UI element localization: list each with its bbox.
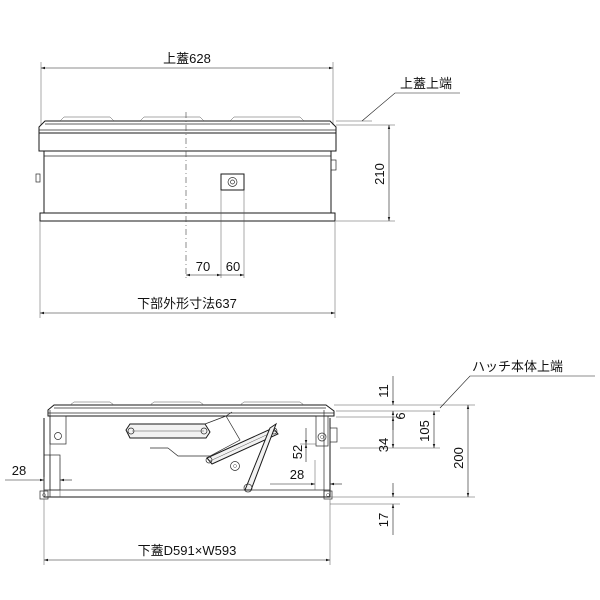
label-17: 17 — [376, 513, 391, 527]
label-lower-outer: 下部外形寸法637 — [137, 296, 237, 311]
label-offset-a: 70 — [196, 259, 210, 274]
leader-top-edge: 上蓋上端 — [336, 76, 460, 122]
left-hinge — [44, 415, 67, 491]
dim-52: 52 — [290, 428, 316, 462]
dim-top-cover-width: 上蓋628 — [40, 51, 334, 125]
label-200: 200 — [451, 447, 466, 469]
body-main — [43, 150, 332, 214]
label-11: 11 — [376, 384, 391, 398]
label-34: 34 — [376, 438, 391, 452]
label-top-cover-width: 上蓋628 — [163, 51, 211, 66]
side-view: 28 28 52 11 6 — [5, 359, 595, 565]
label-28-right: 28 — [290, 467, 304, 482]
front-lock — [220, 173, 245, 191]
lift-mechanism — [125, 411, 279, 493]
dim-right-stack: 11 6 34 105 200 17 — [330, 376, 475, 535]
top-cover-plate — [38, 116, 337, 134]
leader-hatch-top: ハッチ本体上端 — [439, 359, 595, 409]
side-shell — [39, 410, 333, 500]
top-view: 上蓋628 70 60 — [35, 51, 460, 318]
label-105: 105 — [417, 420, 432, 442]
body-rim — [38, 132, 337, 152]
dim-28-right: 28 — [270, 460, 342, 490]
label-lower-cover: 下蓋D591×W593 — [138, 543, 237, 558]
label-top-edge: 上蓋上端 — [400, 76, 452, 91]
dim-height: 210 — [336, 124, 395, 222]
bottom-flange — [39, 212, 336, 222]
dim-lower-outer: 下部外形寸法637 — [39, 221, 336, 318]
dim-lower-cover: 下蓋D591×W593 — [43, 499, 331, 565]
label-28-left: 28 — [12, 463, 26, 478]
label-52: 52 — [290, 445, 305, 459]
right-hinge — [315, 415, 338, 447]
label-hatch-top: ハッチ本体上端 — [472, 359, 563, 374]
dim-28-left: 28 — [5, 458, 72, 497]
side-lid — [47, 401, 335, 417]
dim-offsets: 70 60 — [186, 190, 245, 278]
label-height: 210 — [372, 163, 387, 185]
label-offset-b: 60 — [226, 259, 240, 274]
label-6: 6 — [393, 412, 408, 419]
